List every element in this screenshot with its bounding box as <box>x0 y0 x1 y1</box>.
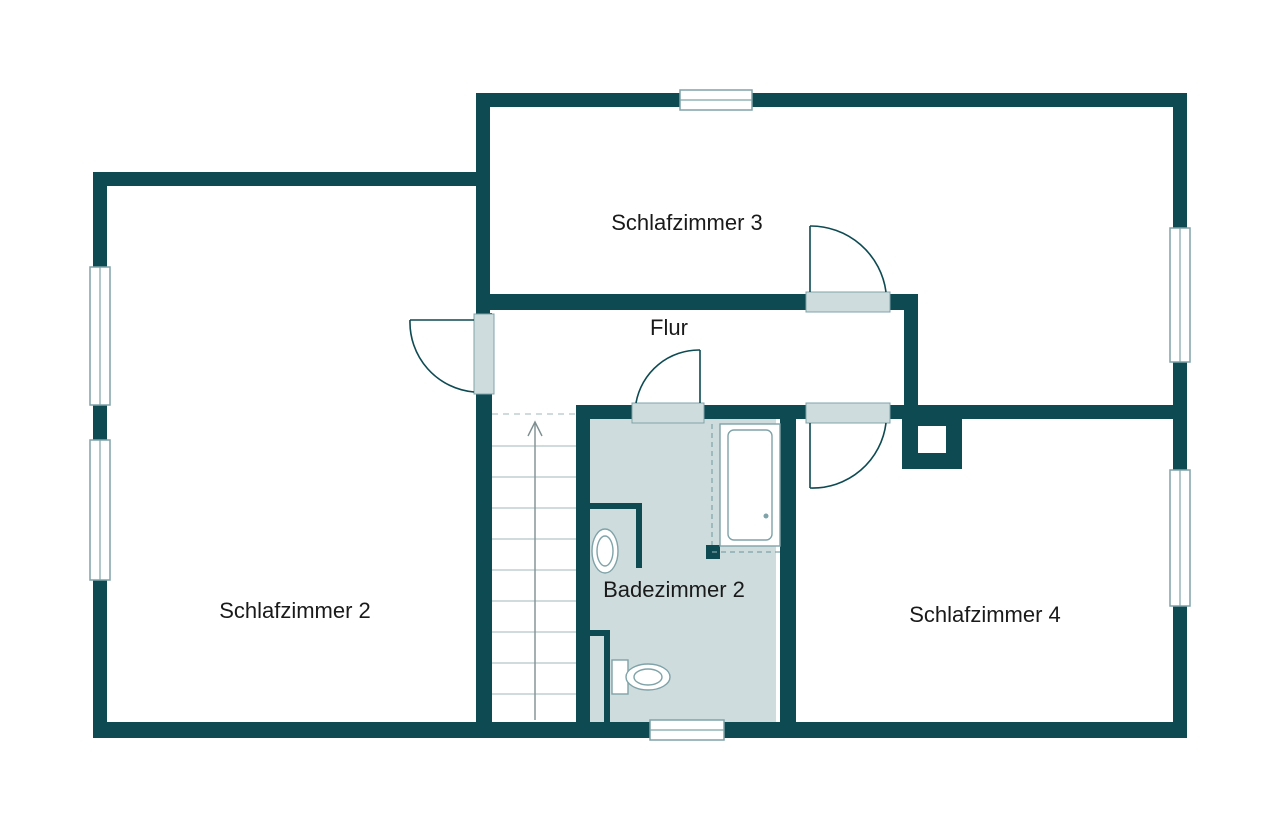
label-schlafzimmer-2: Schlafzimmer 2 <box>219 598 371 623</box>
door-schlafzimmer-3 <box>805 291 891 313</box>
label-flur: Flur <box>650 315 688 340</box>
windows <box>89 89 1191 741</box>
label-schlafzimmer-3: Schlafzimmer 3 <box>611 210 763 235</box>
doors <box>409 225 891 489</box>
label-badezimmer-2: Badezimmer 2 <box>603 577 745 602</box>
bathroom-fixtures <box>591 423 781 695</box>
door-schlafzimmer-2 <box>473 313 495 395</box>
staircase <box>492 413 578 720</box>
label-schlafzimmer-4: Schlafzimmer 4 <box>909 602 1061 627</box>
door-badezimmer-2 <box>631 402 705 424</box>
room-labels: Schlafzimmer 3 Flur Badezimmer 2 Schlafz… <box>219 210 1061 627</box>
door-schlafzimmer-4 <box>805 402 891 424</box>
